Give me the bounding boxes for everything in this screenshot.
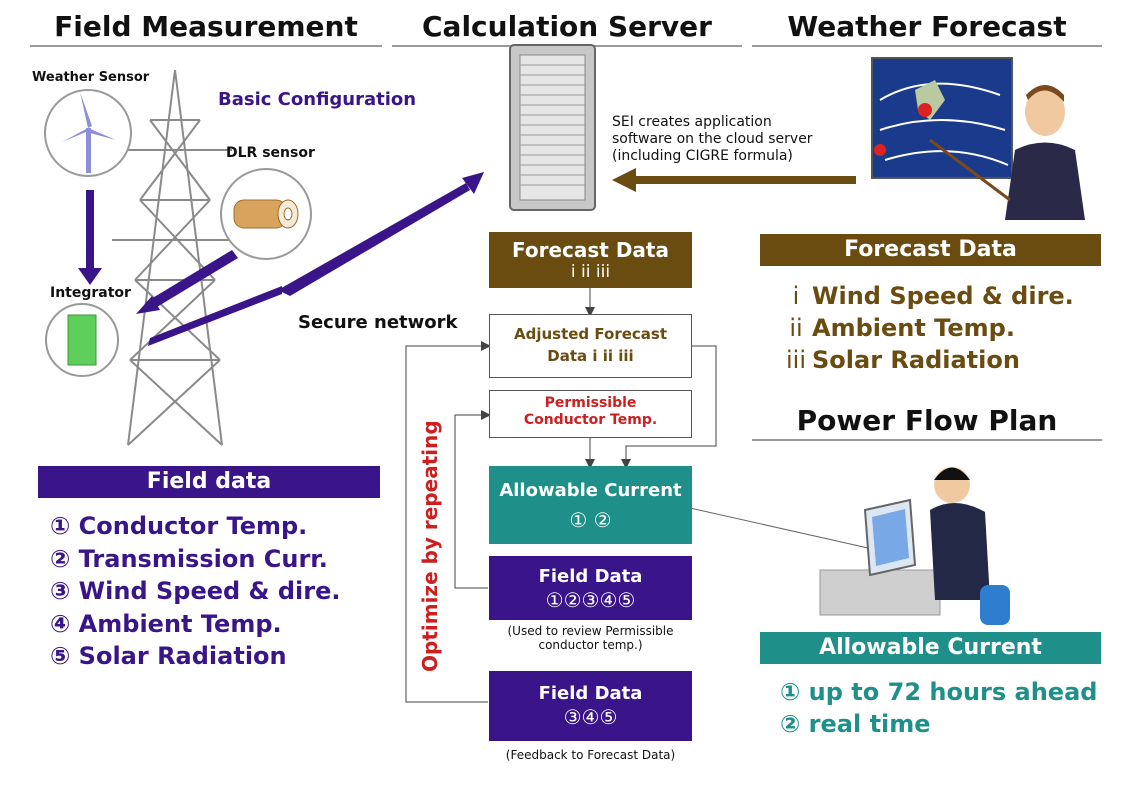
transmission-tower-icon <box>112 69 238 446</box>
field-data-title: Field data <box>38 466 380 498</box>
field-data-item: ④ Ambient Temp. <box>50 609 282 638</box>
weather-map-icon <box>871 57 1013 179</box>
flow-forecast-data-box: Forecast Data i ii iii <box>489 232 692 288</box>
header-calculation-server: Calculation Server <box>392 10 742 47</box>
flow-field-data-2-box: Field Data ③④⑤ <box>489 671 692 741</box>
flow-field-data-2-note: (Feedback to Forecast Data) <box>505 748 676 762</box>
field-data-item: ③ Wind Speed & dire. <box>50 577 341 605</box>
flow-allowable-current-box: Allowable Current ① ② <box>489 466 692 544</box>
allowable-item: ② real time <box>780 710 931 738</box>
server-rack-icon <box>509 44 596 211</box>
integrator-label: Integrator <box>50 285 131 301</box>
flow-field-data-1-box: Field Data ①②③④⑤ <box>489 556 692 620</box>
dlr-sensor-label: DLR sensor <box>226 145 315 161</box>
basic-configuration-label: Basic Configuration <box>218 89 417 110</box>
header-power-flow-plan: Power Flow Plan <box>752 404 1102 441</box>
allowable-current-panel-title: Allowable Current <box>760 632 1101 664</box>
field-data-list: ① Conductor Temp. ② Transmission Curr. ③… <box>50 510 340 673</box>
flow-adjusted-forecast-box: Adjusted Forecast Data i ii iii <box>489 314 692 378</box>
secure-network-label: Secure network <box>298 312 458 333</box>
field-data-item: ② Transmission Curr. <box>50 544 328 573</box>
operator-at-laptop-icon <box>819 467 1010 625</box>
header-weather-forecast: Weather Forecast <box>752 10 1102 47</box>
sei-note: SEI creates application software on the … <box>612 114 813 164</box>
field-data-item: ① Conductor Temp. <box>50 512 308 540</box>
allowable-item: ① up to 72 hours ahead <box>780 678 1098 706</box>
optimize-label: Optimize by repeating <box>418 420 442 672</box>
weather-sensor-label: Weather Sensor <box>32 70 150 85</box>
presenter-icon <box>929 85 1085 220</box>
forecast-data-panel-title: Forecast Data <box>760 234 1101 266</box>
flow-permissible-temp-box: Permissible Conductor Temp. <box>489 390 692 438</box>
header-field-measurement: Field Measurement <box>30 10 382 47</box>
allowable-current-list: ① up to 72 hours ahead ② real time <box>780 676 1097 740</box>
field-data-item: ⑤ Solar Radiation <box>50 642 287 670</box>
flow-field-data-1-note: (Used to review Permissible conductor te… <box>507 624 674 652</box>
